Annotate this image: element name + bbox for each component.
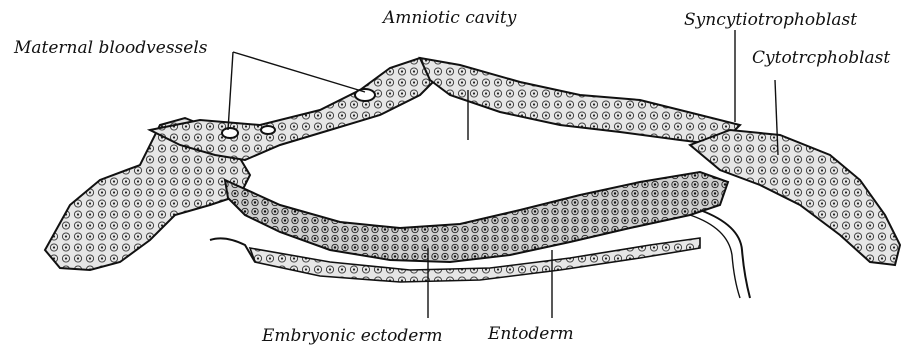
right-thin-membrane-inner xyxy=(690,215,740,298)
leader-line-maternal-2 xyxy=(228,52,233,130)
label-cytotrophoblast: Cytotrcphoblast xyxy=(752,50,890,67)
label-maternal-bloodvessels: Maternal bloodvessels xyxy=(14,40,208,57)
maternal-vessel-blob xyxy=(261,126,275,134)
maternal-vessel-blob xyxy=(222,128,238,138)
upper-left-trophoblast xyxy=(150,58,440,160)
leader-line-maternal-1 xyxy=(233,52,365,92)
left-thin-membrane xyxy=(210,238,255,262)
label-amniotic-cavity: Amniotic cavity xyxy=(383,10,516,27)
label-syncytiotrophoblast: Syncytiotrophoblast xyxy=(684,12,857,29)
label-embryonic-ectoderm: Embryonic ectoderm xyxy=(262,328,443,345)
label-entoderm: Entoderm xyxy=(488,326,574,343)
maternal-vessel-blob xyxy=(355,89,375,101)
